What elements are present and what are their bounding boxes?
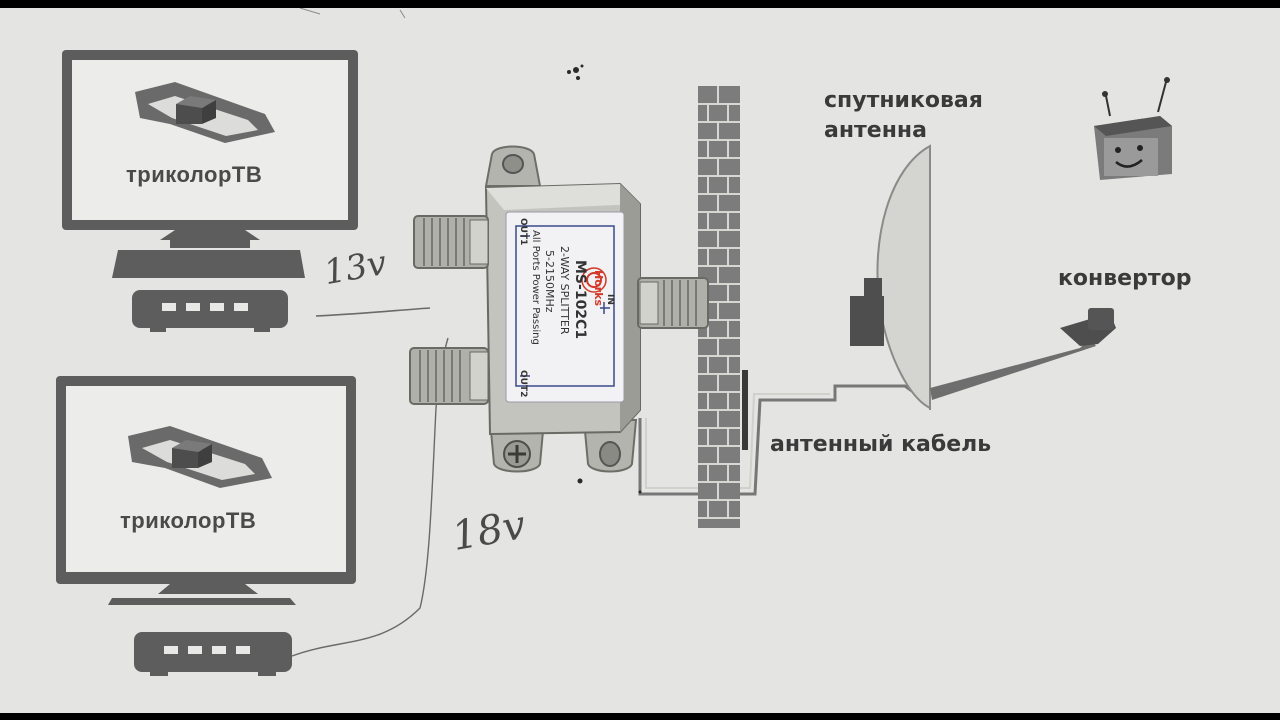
splitter-port-out1: OUT1 <box>518 218 528 246</box>
bottom-monitor <box>56 376 356 605</box>
satellite-dish <box>850 144 1116 410</box>
ink-dots <box>567 64 642 494</box>
label-antenna-line1: спутниковая <box>824 88 983 113</box>
splitter-port-in: IN <box>605 294 615 305</box>
splitter-model: MS-102C1 <box>572 260 588 340</box>
cable-line-top <box>315 307 431 317</box>
splitter-brand: Horks <box>592 270 605 307</box>
brand-text-bottom: триколорТВ <box>120 508 257 533</box>
label-cable: антенный кабель <box>770 432 992 457</box>
splitter-type: 2-WAY SPLITTER <box>558 246 571 335</box>
label-antenna-line2: антенна <box>824 118 927 143</box>
receiver-bottom <box>134 632 292 676</box>
brand-text-top: триколорТВ <box>126 162 263 187</box>
splitter-device <box>409 145 709 473</box>
tricolor-logo-top <box>135 82 275 143</box>
scene-drawing <box>56 8 1172 676</box>
tricolor-logo-bottom <box>128 426 272 488</box>
antenna-cable <box>638 384 931 496</box>
mascot-icon <box>1094 77 1172 180</box>
splitter-note: All Ports Power Passing <box>530 230 541 345</box>
label-converter: конвертор <box>1058 266 1192 291</box>
splitter-freq: 5-2150MHz <box>543 250 556 313</box>
receiver-top <box>132 290 288 332</box>
photo: триколорТВ триколорТВ Horks MS-102C1 2-W… <box>0 8 1280 713</box>
splitter-port-out2: OUT2 <box>518 370 528 398</box>
